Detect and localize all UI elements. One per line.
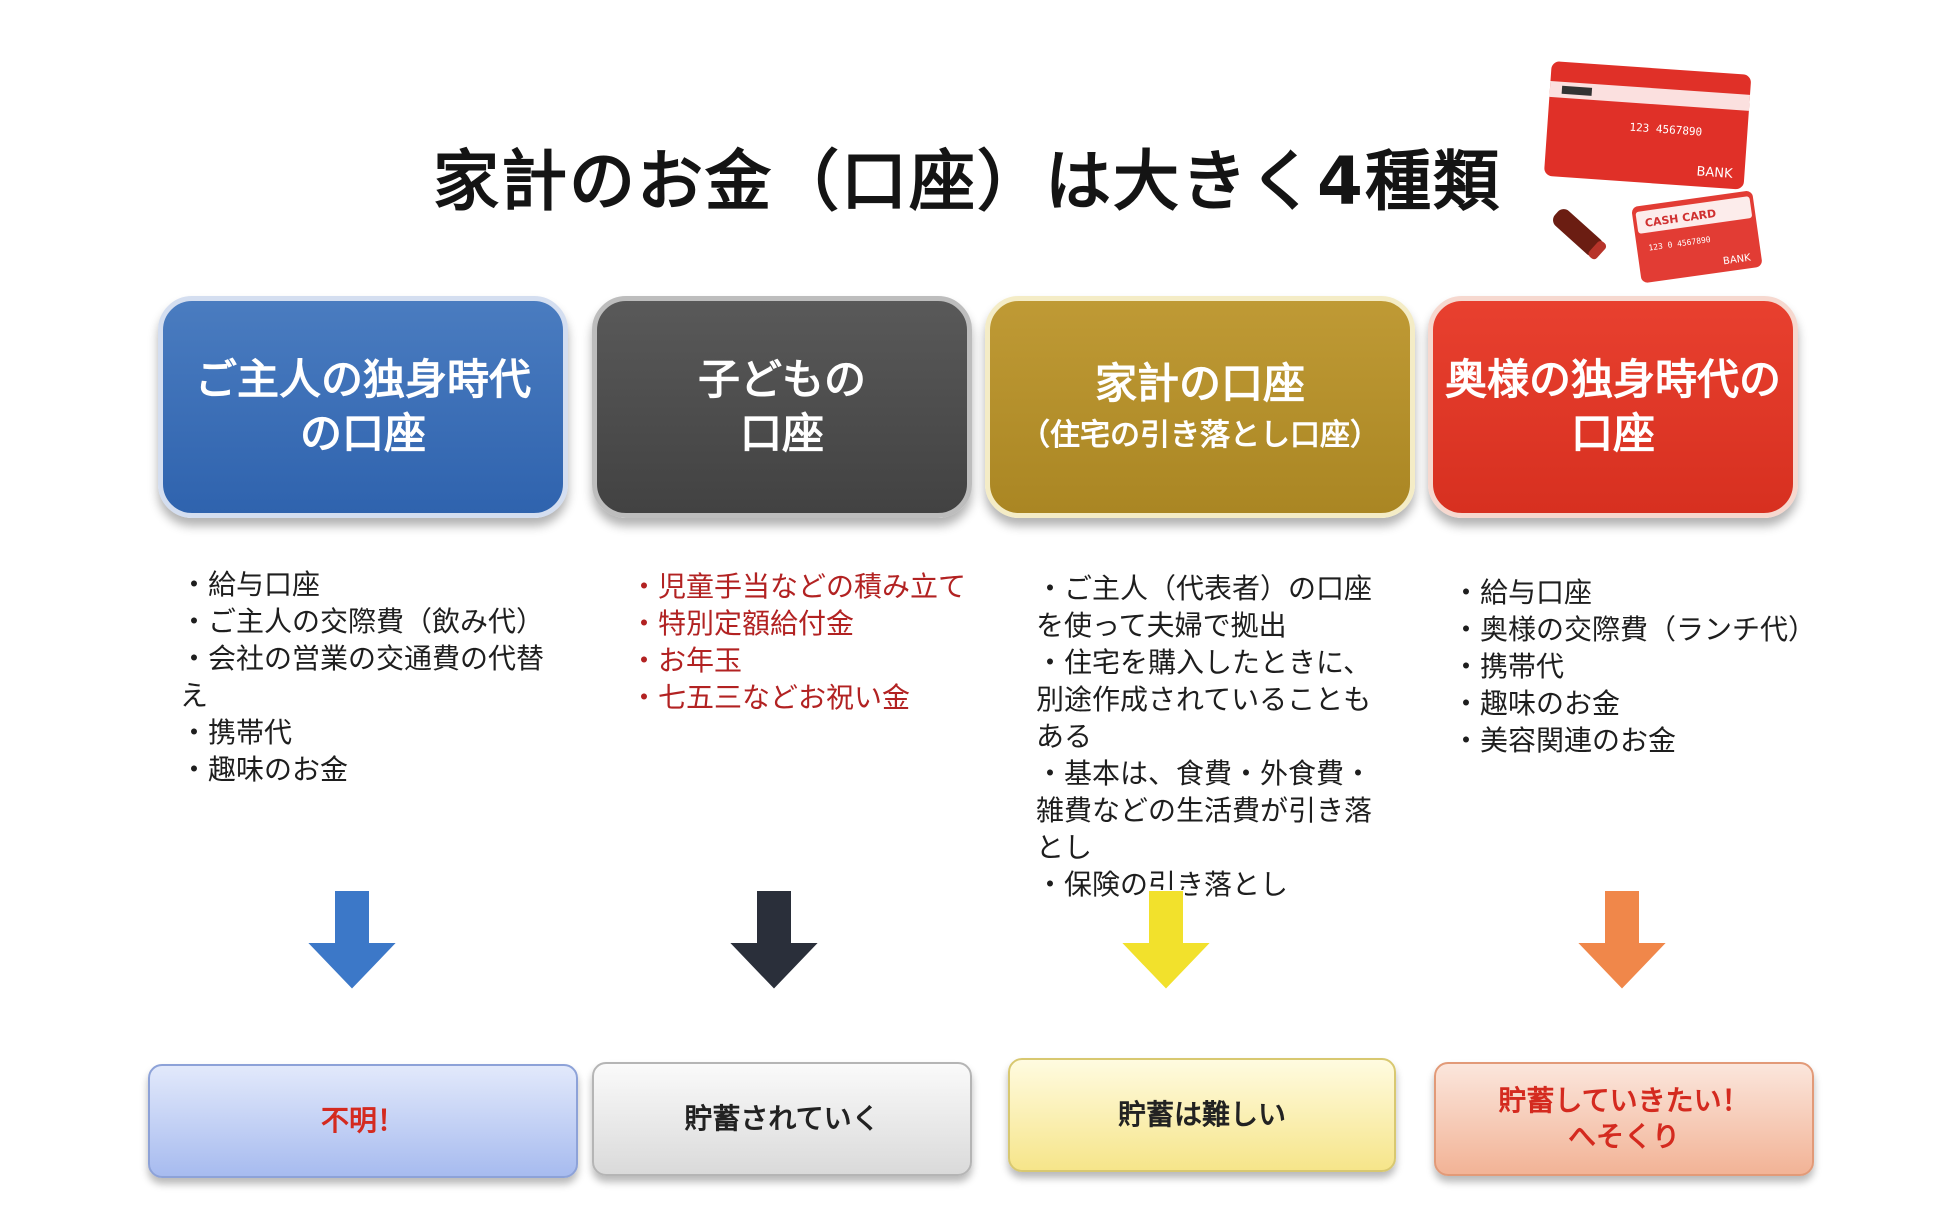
result-box-children: 貯蓄されていく [592,1062,972,1176]
list-item: ・住宅を購入したときに、別途作成されていることもある [1036,646,1372,753]
down-arrow-icon-orange [1573,890,1671,990]
bullet-list-wife: ・給与口座 ・奥様の交際費（ランチ代） ・携帯代 ・趣味のお金 ・美容関連のお金 [1452,574,1817,759]
down-arrow-icon-yellow [1117,890,1215,990]
big-card-brand: BANK [1696,164,1733,182]
list-item: ・趣味のお金 [180,753,349,786]
list-item: ・携帯代 [180,716,293,749]
list-item: ・ご主人（代表者）の口座を使って夫婦で拠出 [1036,572,1373,642]
list-item: ・基本は、食費・外食費・雑費などの生活費が引き落とし [1036,757,1373,864]
header-wife-single-account: 奥様の独身時代の 口座 [1428,296,1798,518]
list-item: ・携帯代 [1452,650,1565,683]
result-box-wife: 貯蓄していきたい！ へそくり [1434,1062,1814,1176]
list-item: ・奥様の交際費（ランチ代） [1452,613,1817,646]
result-box-husband: 不明！ [148,1064,578,1178]
list-item: ・給与口座 [1452,576,1593,609]
list-item: ・給与口座 [180,568,321,601]
bullet-list-children: ・児童手当などの積み立て ・特別定額給付金 ・お年玉 ・七五三などお祝い金 [630,568,990,716]
down-arrow-icon-dark [725,890,823,990]
bullet-list-husband: ・給与口座 ・ご主人の交際費（飲み代） ・会社の営業の交通費の代替え ・携帯代 … [180,566,560,788]
list-item: ・会社の営業の交通費の代替え [180,642,545,712]
hanko-stamp-icon [1553,209,1607,260]
bullet-list-household: ・ご主人（代表者）の口座を使って夫婦で拠出 ・住宅を購入したときに、別途作成され… [1036,570,1376,903]
header-title: ご主人の独身時代 の口座 [194,355,531,458]
cash-card-brand: BANK [1722,253,1751,268]
header-children-account: 子どもの 口座 [592,296,972,518]
header-household-account: 家計の口座 （住宅の引き落とし口座） [985,296,1415,518]
list-item: ・特別定額給付金 [630,607,855,640]
header-title: 家計の口座 [1094,359,1305,408]
list-item: ・ご主人の交際費（飲み代） [180,605,545,638]
down-arrow-icon-blue [303,890,401,990]
big-card-number: 123 4567890 [1629,121,1703,139]
list-item: ・趣味のお金 [1452,687,1621,720]
bank-card-illustration: 123 4567890 BANK CASH CARD 123 0 4567890… [1544,61,1765,286]
header-title: 奥様の独身時代の 口座 [1444,355,1781,458]
header-title: 子どもの 口座 [697,355,866,458]
header-husband-single-account: ご主人の独身時代 の口座 [158,296,568,518]
list-item: ・児童手当などの積み立て [630,570,967,603]
result-box-household: 貯蓄は難しい [1008,1058,1396,1172]
list-item: ・七五三などお祝い金 [630,681,911,714]
list-item: ・お年玉 [630,644,743,677]
list-item: ・美容関連のお金 [1452,724,1677,757]
page-title: 家計のお金（口座）は大きく4種類 [433,143,1501,220]
header-subtitle: （住宅の引き落とし口座） [1020,418,1380,453]
